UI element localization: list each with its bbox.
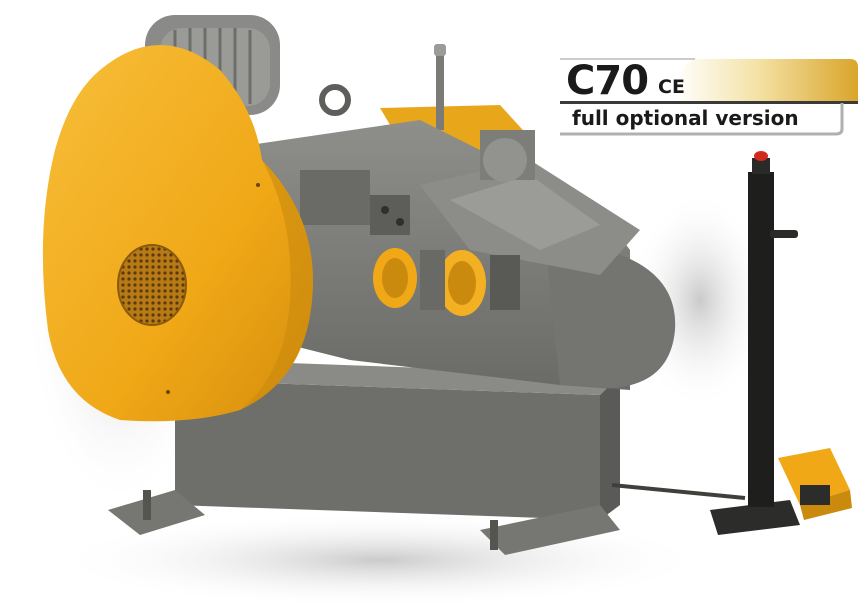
foot-pedal-icon [778, 448, 852, 520]
emergency-stop-icon [752, 151, 770, 174]
ce-mark: CE [658, 76, 685, 98]
belt-guard [42, 45, 313, 422]
badge-frame [560, 58, 858, 136]
pedal-rod [611, 483, 746, 500]
control-column [710, 172, 800, 535]
top-lever [434, 44, 446, 130]
model-name: C70 [566, 58, 649, 104]
fan-grille-icon [117, 244, 187, 326]
model-badge: C70 CE full optional version [560, 55, 858, 137]
version-subtitle: full optional version [572, 106, 799, 130]
feed-rollers [373, 248, 520, 316]
